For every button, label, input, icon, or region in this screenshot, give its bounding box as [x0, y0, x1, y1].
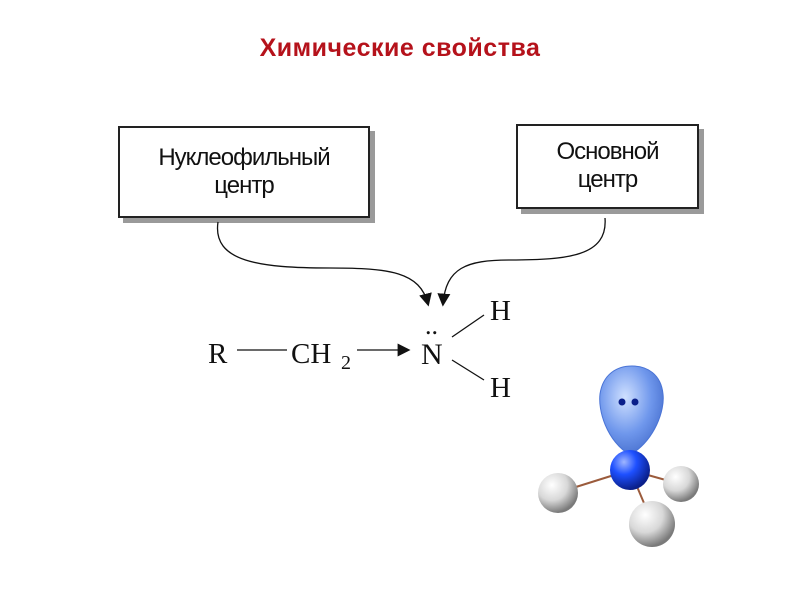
ammonia-3d-model	[538, 365, 699, 547]
n-h-top-bond	[451, 314, 485, 338]
r-group: R	[208, 338, 228, 370]
orbital-electron-left	[618, 398, 626, 406]
nucleophilic-arrow	[216, 221, 432, 307]
slide-title: Химические свойства	[259, 34, 541, 62]
hydrogen-bottom: H	[490, 372, 511, 404]
ch-text: CH	[291, 338, 331, 370]
nitrogen-sphere	[610, 450, 650, 490]
nitrogen-atom: N	[421, 338, 443, 371]
lone-pair-orbital	[599, 365, 664, 456]
nucleophilic-label-line1: Нуклеофильный	[158, 144, 330, 171]
basic-label-line1: Основной	[556, 138, 659, 165]
lone-pair: ..	[425, 311, 438, 340]
basic-center-box: Основной центр	[516, 124, 699, 209]
hydrogen-top: H	[490, 295, 511, 327]
nucleophilic-center-box: Нуклеофильный центр	[118, 126, 370, 218]
hydrogen-sphere-right	[663, 466, 699, 502]
subscript-2: 2	[341, 352, 351, 374]
hydrogen-sphere-bottom	[629, 501, 675, 547]
hydrogen-sphere-left	[538, 473, 578, 513]
orbital-electron-right	[631, 398, 639, 406]
basic-label-line2: центр	[577, 166, 638, 193]
basic-arrow	[437, 217, 606, 307]
nucleophilic-label-line2: центр	[214, 172, 274, 199]
n-h-bottom-bond	[451, 359, 485, 381]
